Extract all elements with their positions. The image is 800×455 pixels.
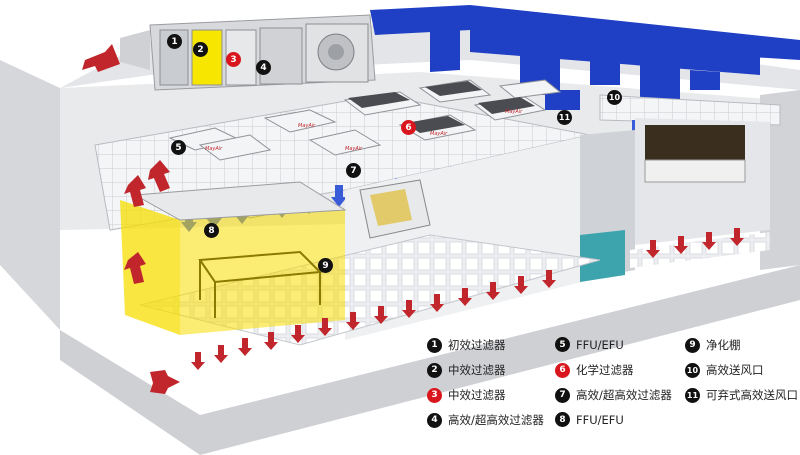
legend-label: 高效送风口	[706, 363, 764, 377]
legend-badge: 1	[427, 337, 442, 353]
marker-badge: 1	[167, 34, 182, 49]
marker-2: 2	[193, 42, 208, 57]
marker-7: 7	[346, 163, 361, 178]
legend-badge: 2	[427, 362, 442, 378]
marker-badge: 5	[171, 140, 186, 155]
legend-item: 10 高效送风口	[685, 362, 764, 378]
intake-arrow	[82, 44, 120, 72]
marker-badge: 9	[318, 258, 333, 273]
brand-label: MayAir	[505, 109, 523, 115]
marker-4: 4	[256, 60, 271, 75]
brand-label: MayAir	[345, 146, 363, 152]
marker-11: 11	[557, 110, 572, 125]
clean-tent	[120, 181, 347, 335]
legend-badge: 7	[555, 387, 570, 403]
marker-8: 8	[204, 223, 219, 238]
teal-floor	[580, 230, 625, 282]
marker-1: 1	[167, 34, 182, 49]
marker-badge: 2	[193, 42, 208, 57]
marker-badge: 3	[226, 52, 241, 67]
legend-badge: 9	[685, 337, 700, 353]
legend-item: 7 高效/超高效过滤器	[555, 387, 672, 403]
ffu-dark-panels	[348, 81, 535, 133]
legend-item: 1 初效过滤器	[427, 337, 506, 353]
marker-10: 10	[607, 90, 622, 105]
marker-3: 3	[226, 52, 241, 67]
legend-item: 2 中效过滤器	[427, 362, 506, 378]
legend-label: FFU/EFU	[576, 412, 624, 427]
underfloor-return-arrows	[191, 228, 744, 370]
marker-9: 9	[318, 258, 333, 273]
legend-item: 4 高效/超高效过滤器	[427, 412, 544, 428]
marker-badge: 10	[607, 90, 622, 105]
return-airflow-arrows	[124, 160, 180, 394]
ceiling-grid-right	[599, 94, 781, 126]
process-equipment	[359, 179, 431, 239]
legend-label: 可弃式高效送风口	[706, 388, 798, 402]
legend-item: 8 FFU/EFU	[555, 412, 624, 427]
legend-label: FFU/EFU	[576, 337, 624, 352]
legend-label: 净化棚	[706, 338, 741, 352]
legend-label: 中效过滤器	[448, 388, 506, 402]
legend-item: 5 FFU/EFU	[555, 337, 624, 352]
front-base	[60, 265, 800, 455]
legend-label: 化学过滤器	[576, 363, 634, 377]
legend-item: 6 化学过滤器	[555, 362, 634, 378]
legend-item: 9 净化棚	[685, 337, 741, 353]
legend-badge: 5	[555, 337, 570, 352]
marker-badge: 6	[401, 120, 416, 135]
legend-badge: 6	[555, 362, 570, 378]
marker-badge: 7	[346, 163, 361, 178]
marker-badge: 8	[204, 223, 219, 238]
legend-badge: 4	[427, 412, 442, 428]
legend-label: 高效/超高效过滤器	[448, 413, 544, 427]
legend-item: 3 中效过滤器	[427, 387, 506, 403]
legend-badge: 11	[685, 387, 700, 403]
marker-badge: 4	[256, 60, 271, 75]
brand-label: MayAir	[205, 146, 223, 152]
lab-bench	[644, 125, 746, 183]
left-outer-wall	[0, 60, 60, 330]
air-handling-unit	[120, 14, 376, 91]
legend-item: 11 可弃式高效送风口	[685, 387, 798, 403]
marker-badge: 11	[557, 110, 572, 125]
legend-badge: 3	[427, 387, 442, 403]
marker-6: 6	[401, 120, 416, 135]
legend-label: 高效/超高效过滤器	[576, 388, 672, 402]
ffu-brand-labels: MayAir MayAir MayAir MayAir MayAir	[205, 109, 523, 152]
marker-5: 5	[171, 140, 186, 155]
legend-label: 初效过滤器	[448, 338, 506, 352]
legend-label: 中效过滤器	[448, 363, 506, 377]
brand-label: MayAir	[298, 123, 316, 129]
supply-duct	[370, 5, 800, 110]
legend-badge: 10	[685, 362, 700, 378]
legend-badge: 8	[555, 412, 570, 427]
brand-label: MayAir	[430, 131, 448, 137]
